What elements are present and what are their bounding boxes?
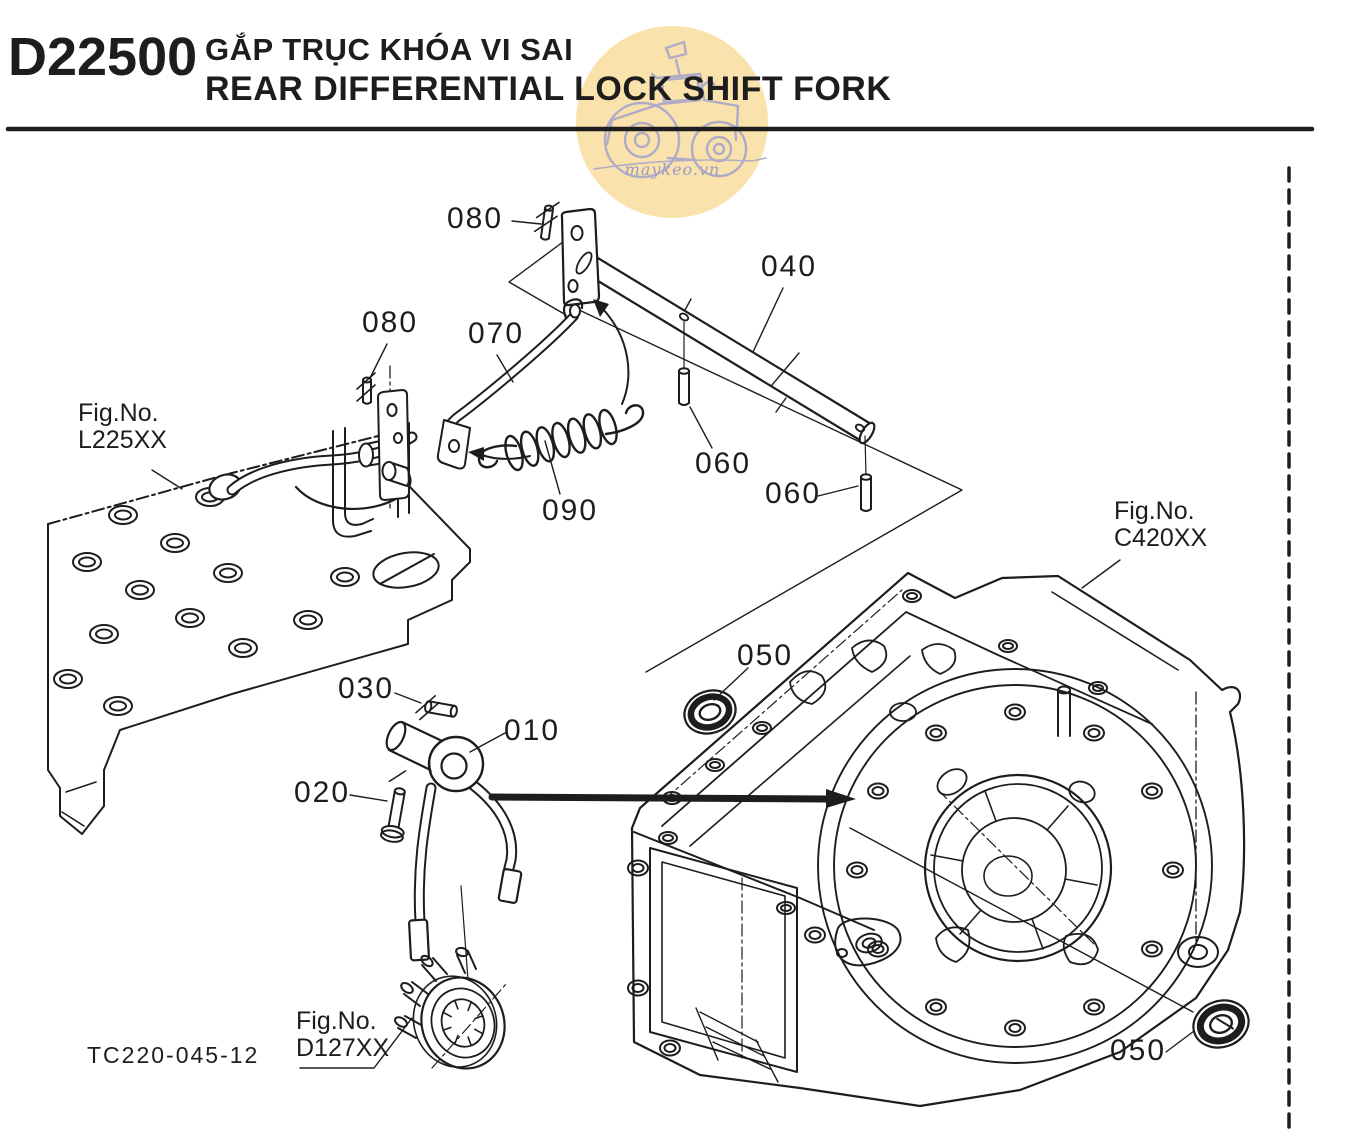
- callout-060-b: 060: [765, 477, 822, 510]
- section-code: D22500: [8, 27, 198, 87]
- callout-030: 030: [338, 672, 395, 705]
- assembly-leader-lines: [508, 235, 1194, 1013]
- fig-ref-D127XX: Fig.No. D127XX: [296, 1008, 389, 1062]
- callout-070: 070: [468, 317, 525, 350]
- shift-fork-010: [385, 720, 523, 981]
- pin-060-a: [678, 321, 690, 406]
- callout-060-a: 060: [695, 447, 752, 480]
- pin-080-top: [533, 201, 560, 241]
- callout-080-top: 080: [447, 202, 504, 235]
- oil-seal-050-left: [683, 689, 737, 735]
- shift-lever-070: [436, 298, 584, 470]
- oil-seal-050-right: [1192, 999, 1250, 1049]
- spring-090: [477, 404, 645, 472]
- fig-ref-code: C420XX: [1114, 524, 1208, 552]
- fig-ref-label: Fig.No.: [296, 1007, 377, 1035]
- fig-ref-label: Fig.No.: [78, 399, 159, 427]
- fig-ref-L225XX: Fig.No. L225XX: [78, 400, 167, 454]
- watermark-tractor-icon: [593, 40, 767, 179]
- fig-ref-code: D127XX: [296, 1034, 390, 1062]
- page-title-english: REAR DIFFERENTIAL LOCK SHIFT FORK: [205, 70, 892, 108]
- install-direction-arrow: [488, 789, 856, 808]
- callout-050-a: 050: [737, 639, 794, 672]
- spring-attach-arrows: [468, 299, 630, 461]
- callout-080-left: 080: [362, 306, 419, 339]
- transmission-case-C420XX: [627, 571, 1246, 1108]
- page-title-vietnamese: GẮP TRỤC KHÓA VI SAI: [205, 32, 574, 67]
- bracket-plate: [560, 207, 601, 307]
- pin-060-b: [860, 435, 872, 512]
- fig-ref-C420XX: Fig.No. C420XX: [1114, 498, 1207, 552]
- callout-leader-lines: [151, 220, 1195, 1069]
- drawing-code: TC220-045-12: [87, 1042, 260, 1068]
- pin-020: [380, 770, 407, 843]
- pin-080-left: [356, 372, 376, 405]
- plate-L225XX: [47, 365, 471, 835]
- fig-ref-code: L225XX: [78, 426, 167, 454]
- pin-030: [415, 694, 458, 721]
- callout-040: 040: [761, 250, 818, 283]
- fig-ref-label: Fig.No.: [1114, 497, 1195, 525]
- callout-050-b: 050: [1110, 1034, 1167, 1067]
- shift-shaft-040: [578, 250, 876, 445]
- lock-collar-D127XX: [394, 946, 507, 1070]
- callout-090: 090: [542, 494, 599, 527]
- callout-020: 020: [294, 776, 351, 809]
- callout-010: 010: [504, 714, 561, 747]
